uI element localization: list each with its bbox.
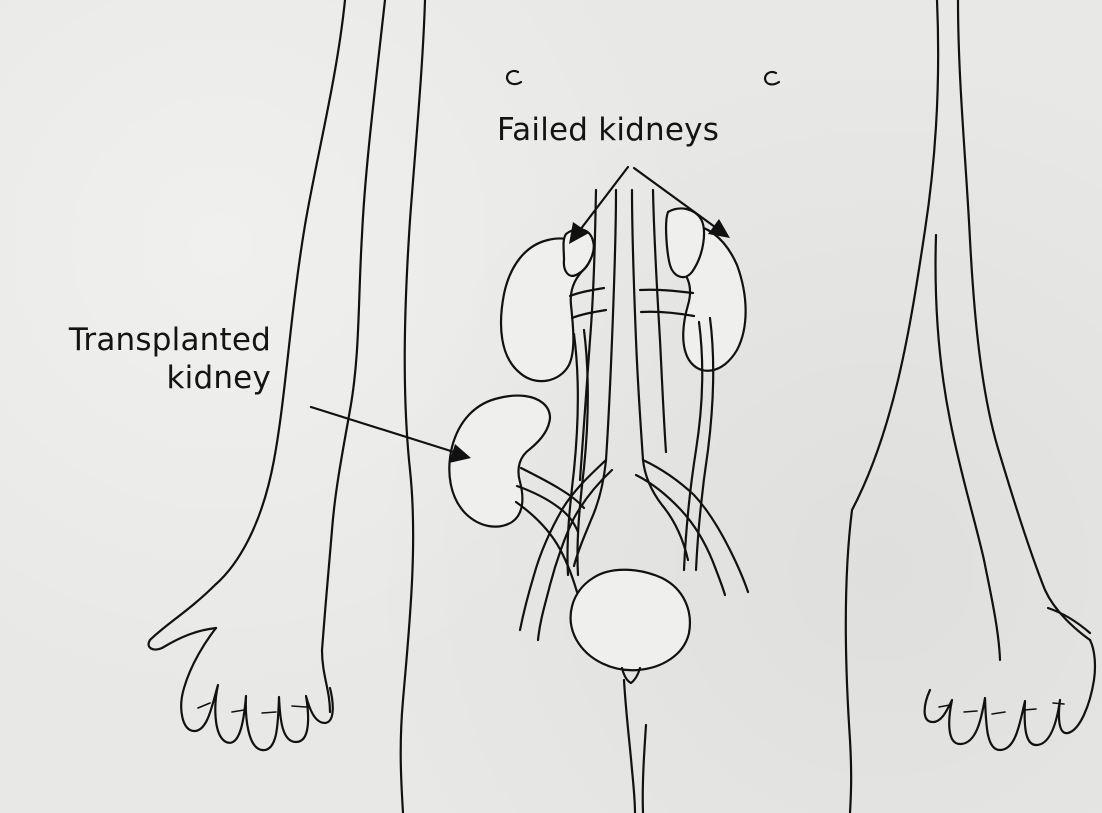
right-renal-vessel-top — [640, 290, 693, 293]
bladder — [571, 570, 690, 670]
torso-right-outline — [846, 0, 938, 813]
arrow-to-transplanted-kidney — [311, 407, 454, 452]
right-knuckle-lines — [939, 703, 1064, 714]
left-nipple — [507, 71, 521, 84]
left-knuckle-lines — [198, 703, 306, 713]
left-leg-inner — [624, 680, 635, 813]
arrow-to-left-failed-kidney — [580, 167, 628, 230]
vena-cava-right — [653, 190, 666, 452]
left-hand — [181, 628, 333, 750]
left-arm-inner — [322, 0, 385, 712]
transplanted-label-line1: Transplanted — [9, 321, 271, 359]
left-renal-vessel-bottom — [572, 310, 606, 318]
right-hand — [925, 640, 1095, 750]
transplanted-label-line2: kidney — [9, 359, 271, 397]
right-thumb — [1048, 608, 1090, 633]
iliac-right-a — [643, 460, 748, 592]
right-arm-inner — [936, 235, 1000, 660]
transplanted-kidney — [449, 396, 550, 527]
left-ureter-a — [567, 334, 577, 575]
right-arm-outer — [958, 0, 1090, 640]
right-nipple — [765, 72, 779, 84]
right-leg-inner — [643, 725, 646, 813]
failed-kidneys-label: Failed kidneys — [497, 111, 719, 149]
left-renal-vessel-top — [570, 288, 604, 296]
transplanted-kidney-label: Transplanted kidney — [9, 321, 271, 397]
torso-left-outline — [401, 0, 425, 813]
